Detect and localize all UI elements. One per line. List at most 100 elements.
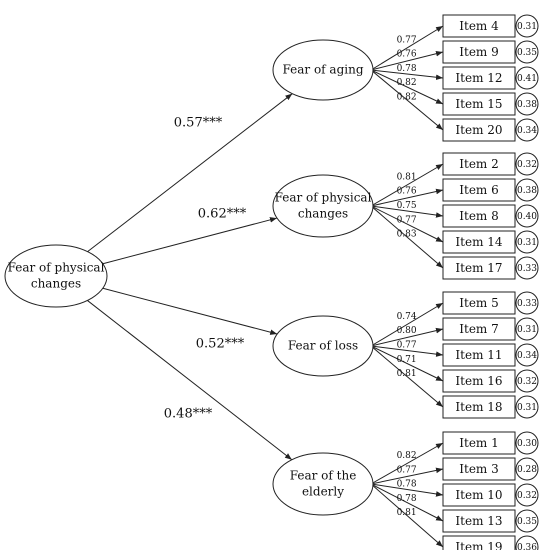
item-label: Item 17 [455, 261, 502, 275]
item-box [442, 431, 516, 455]
error-value-label: 0.32 [517, 491, 537, 501]
error-circle [515, 40, 539, 64]
error-circle [515, 118, 539, 142]
item-box [442, 343, 516, 367]
error-circle [515, 395, 539, 419]
loading-arrow [370, 69, 444, 131]
error-circle [515, 317, 539, 341]
path-coefficient-label: 0.57*** [174, 116, 223, 131]
loading-arrow [370, 483, 444, 522]
factor-ellipse [272, 39, 374, 101]
item-label: Item 4 [459, 19, 499, 33]
item-box [442, 483, 516, 507]
item-box [442, 317, 516, 341]
structural-path-arrow [87, 300, 293, 461]
factor-label-line: changes [298, 207, 348, 221]
error-circle [515, 457, 539, 481]
item-label: Item 12 [455, 71, 502, 85]
factor-loading-label: 0.80 [397, 326, 417, 336]
factor-loading-label: 0.78 [397, 64, 417, 74]
root-label-line: changes [31, 277, 81, 291]
item-label: Item 18 [455, 400, 502, 414]
item-box [442, 14, 516, 38]
factor-loading-label: 0.74 [397, 312, 417, 322]
item-label: Item 7 [459, 322, 499, 336]
item-label: Item 10 [455, 488, 502, 502]
factor-loading-label: 0.78 [397, 480, 417, 490]
labels-layer: 0.57*** 0.77 0.76 0.78 0.82 0.82 0.62*** 0.81 0.… [164, 35, 417, 518]
error-circle [515, 14, 539, 38]
error-value-label: 0.35 [517, 517, 537, 527]
loading-arrow [370, 25, 444, 71]
factor-loading-label: 0.71 [397, 355, 417, 365]
item-label: Item 16 [455, 374, 502, 388]
factor-ellipse [272, 315, 374, 377]
loading-arrow [370, 50, 444, 71]
error-value-label: 0.31 [517, 238, 537, 248]
factor-label-line: Fear of the [290, 469, 357, 483]
root-label-line: Fear of physical [8, 261, 105, 275]
edges-layer [87, 23, 516, 550]
error-circle [515, 431, 539, 455]
item-box [442, 152, 516, 176]
item-label: Item 5 [459, 296, 499, 310]
item-box [442, 178, 516, 202]
item-box [442, 92, 516, 116]
factor-loading-label: 0.81 [397, 172, 417, 182]
item-box [442, 118, 516, 142]
error-value-label: 0.31 [517, 22, 537, 32]
error-value-label: 0.30 [517, 439, 537, 449]
item-label: Item 2 [459, 157, 499, 171]
root-ellipse [4, 244, 108, 308]
item-box [442, 369, 516, 393]
item-label: Item 20 [455, 123, 502, 137]
factor-loading-label: 0.77 [397, 340, 417, 350]
loading-arrow [370, 345, 444, 357]
error-value-label: 0.40 [517, 212, 537, 222]
factor-loading-label: 0.76 [397, 187, 417, 197]
item-box [442, 535, 516, 550]
item-box [442, 395, 516, 419]
error-circle [515, 535, 539, 550]
item-box [442, 40, 516, 64]
factor-loading-label: 0.77 [397, 465, 417, 475]
item-box [442, 230, 516, 254]
loading-arrow [370, 467, 444, 485]
factor-loading-label: 0.82 [397, 78, 417, 88]
error-value-label: 0.34 [517, 126, 537, 136]
item-box [442, 509, 516, 533]
factor-label-line: Fear of loss [288, 339, 358, 353]
loading-arrow [370, 345, 444, 382]
structural-path-arrow [87, 93, 293, 253]
loading-arrow [370, 163, 444, 207]
loading-arrow [370, 483, 444, 548]
factor-loading-label: 0.82 [397, 451, 417, 461]
item-box [442, 291, 516, 315]
error-circle [515, 343, 539, 367]
error-circle [515, 178, 539, 202]
error-value-label: 0.32 [517, 160, 537, 170]
item-label: Item 6 [459, 183, 499, 197]
error-circle [515, 483, 539, 507]
item-label: Item 14 [455, 235, 502, 249]
loading-arrow [370, 205, 444, 218]
factor-loading-label: 0.77 [397, 35, 417, 45]
item-label: Item 3 [459, 462, 499, 476]
loading-arrow [370, 442, 444, 485]
error-circle [515, 509, 539, 533]
loading-arrow [370, 345, 444, 408]
error-circle [515, 230, 539, 254]
loading-arrow [370, 69, 444, 81]
error-value-label: 0.34 [517, 351, 537, 361]
factor-ellipse [272, 452, 374, 516]
factor-label-line: Fear of aging [282, 63, 363, 77]
item-label: Item 8 [459, 209, 499, 223]
factor-label-line: elderly [302, 485, 344, 499]
loading-arrow [370, 302, 444, 347]
path-coefficient-label: 0.62*** [198, 207, 247, 222]
item-label: Item 15 [455, 97, 502, 111]
error-circle [515, 256, 539, 280]
